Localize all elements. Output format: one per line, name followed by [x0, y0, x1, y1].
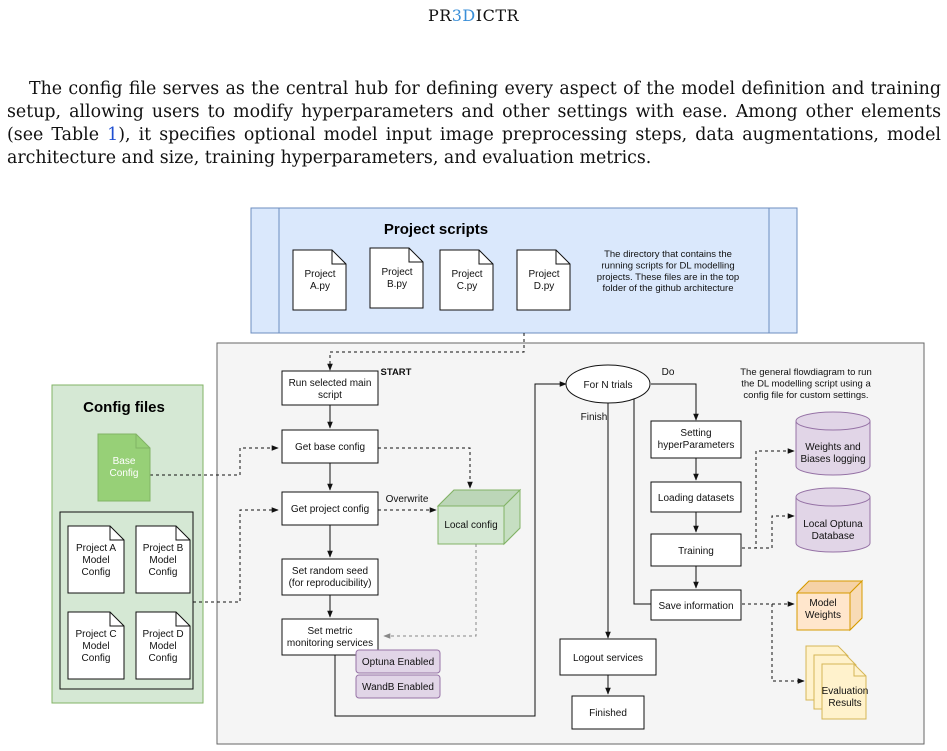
- training-label: Training: [678, 546, 714, 557]
- step-save-information: [650, 589, 742, 621]
- step-metric-services: [281, 618, 379, 656]
- start-label: START: [381, 367, 412, 378]
- wandb-database-cylinder: [795, 411, 871, 476]
- step-finished: [571, 695, 645, 730]
- tag-optuna: [355, 649, 441, 674]
- file-icon: [292, 249, 347, 311]
- base-config-document: [97, 433, 151, 502]
- header-text-highlight: 3D: [451, 6, 476, 25]
- do-label: Do: [662, 367, 675, 378]
- file-icon: [516, 249, 571, 311]
- loop-for-n-trials: [565, 364, 651, 404]
- loop-label: For N trials: [584, 380, 633, 391]
- service-tags: [355, 649, 441, 699]
- connector-lines: [150, 333, 805, 717]
- body-paragraph: The config file serves as the central hu…: [7, 78, 941, 170]
- step-run-script: [281, 370, 379, 406]
- get-base-config-label: Get base config: [295, 442, 365, 453]
- project-script-files: [292, 247, 571, 311]
- finished-label: Finished: [589, 708, 627, 719]
- loading-datasets-label: Loading datasets: [658, 493, 734, 504]
- get-project-config-label: Get project config: [291, 504, 369, 515]
- model-weights-cube: [795, 579, 864, 632]
- logout-services-label: Logout services: [573, 653, 643, 664]
- step-loading-datasets: [650, 481, 742, 513]
- local-config-cube: [436, 488, 522, 546]
- step-training: [650, 533, 742, 567]
- finish-label: Finish: [581, 412, 608, 423]
- overwrite-label: Overwrite: [386, 494, 429, 505]
- step-logout-services: [559, 638, 657, 676]
- optuna-tag-label: Optuna Enabled: [362, 657, 434, 668]
- step-get-project-config: [281, 491, 379, 526]
- paragraph-text: The config file serves as the central hu…: [7, 79, 941, 145]
- step-setting-hyperparameters: [650, 420, 742, 459]
- file-icon: [369, 247, 424, 309]
- header-text-start: PR: [427, 6, 452, 25]
- random-seed-label: Set random seed(for reproducibility): [289, 566, 372, 589]
- header-text-end: ICTR: [475, 6, 520, 25]
- evaluation-results-documents: [805, 645, 867, 720]
- running-header: PR3DICTR: [0, 6, 947, 25]
- wandb-tag-label: WandB Enabled: [362, 682, 434, 693]
- project-config-files: [67, 525, 191, 680]
- config-files-title: Config files: [83, 399, 165, 416]
- step-random-seed: [281, 558, 379, 596]
- optuna-database-cylinder: [795, 487, 871, 553]
- save-information-label: Save information: [658, 601, 733, 612]
- file-icon: [439, 249, 494, 311]
- local-config-label: Local config: [444, 520, 497, 531]
- paragraph-text-end: ), it specifies optional model input ima…: [7, 125, 941, 168]
- step-get-base-config: [281, 429, 379, 464]
- project-scripts-title: Project scripts: [384, 221, 488, 238]
- tag-wandb: [355, 674, 441, 699]
- flow-step-boxes: [281, 364, 742, 730]
- table-reference-link[interactable]: 1: [107, 125, 119, 145]
